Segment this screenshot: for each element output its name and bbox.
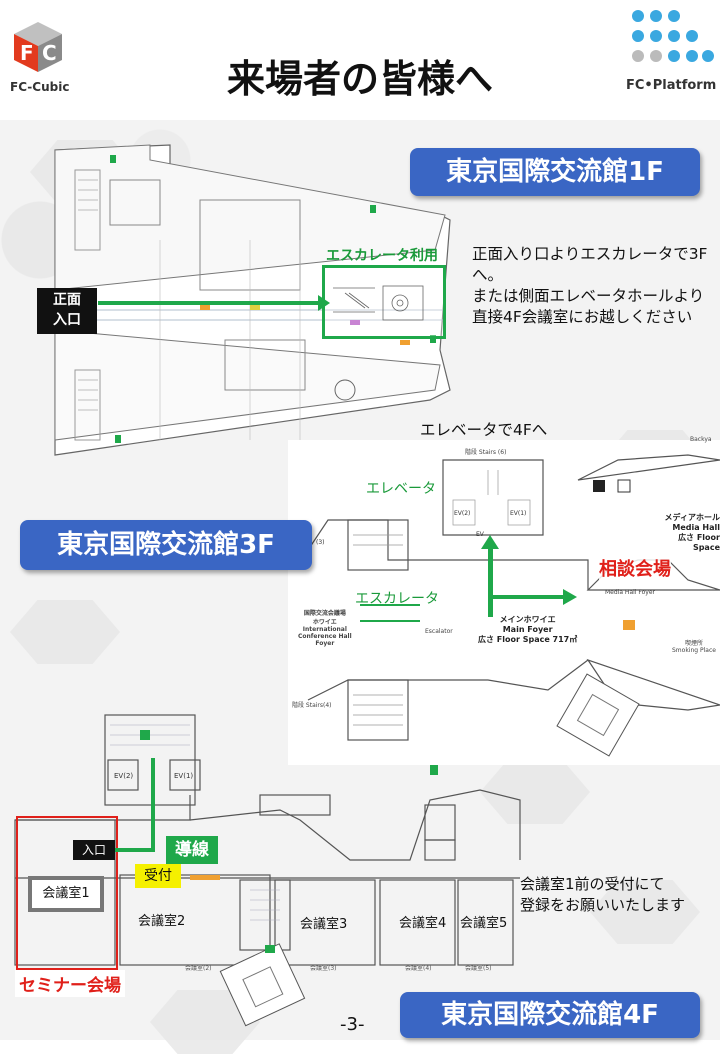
svg-text:(3): (3) — [316, 539, 325, 546]
floor1-plan — [50, 140, 470, 460]
svg-text:EV: EV — [476, 531, 485, 538]
smoking-place-label: 喫煙所 Smoking Place — [672, 640, 716, 654]
intl-foyer-label: 国際交流会議場 ホワイエ International Conference Ha… — [298, 610, 352, 647]
floor4-instructions: 会議室1前の受付にて 登録をお願いいたします — [520, 875, 686, 914]
svg-text:会議室(4): 会議室(4) — [405, 964, 432, 972]
reception-label: 受付 — [135, 864, 181, 888]
main-foyer-label: メインホワイエ Main Foyer 広さ Floor Space 717㎡ — [478, 615, 578, 644]
page-title: 来場者の皆様へ — [226, 57, 493, 101]
media-hall-label: メディアホール Media Hall 広さ Floor Space — [664, 513, 720, 552]
escalator-en-label: Escalator — [425, 628, 453, 635]
svg-text:EV(1): EV(1) — [174, 772, 193, 780]
front-entrance-label: 正面 入口 — [37, 288, 97, 334]
floor3-plan: EV(2) EV(1) EV (3) — [288, 440, 720, 765]
seminar-venue-label: セミナー会場 — [15, 970, 125, 997]
floor1-instructions: 正面入り口よりエスカレータで3Fへ。 または側面エレベータホールより直接4F会議… — [472, 245, 708, 326]
svg-text:EV(1): EV(1) — [510, 510, 526, 517]
arrow-head-icon — [318, 295, 330, 311]
escalator-use-label: エスカレータ利用 — [326, 248, 438, 264]
conference-room-5: 会議室5 — [460, 916, 508, 931]
page-number: -3- — [340, 1014, 365, 1035]
conference-room-4: 会議室4 — [399, 916, 447, 931]
svg-text:F: F — [20, 41, 34, 65]
svg-text:会議室(5): 会議室(5) — [465, 964, 492, 972]
svg-text:C: C — [42, 41, 57, 65]
floor3-badge: 東京国際交流館3F — [20, 520, 312, 570]
header — [0, 0, 720, 120]
floor4-badge: 東京国際交流館4F — [400, 992, 700, 1038]
route-arrow-floor1 — [98, 301, 326, 305]
route-line-horizontal — [490, 595, 565, 599]
arrow-up-icon — [481, 535, 499, 549]
floor4-plan: EV(2) EV(1) 会議室(2) 会議室(3) 会議室(4) 会議室(5) — [10, 700, 530, 1030]
hexagon-decoration — [10, 600, 120, 664]
stairs6-label: 階段 Stairs (6) — [465, 449, 507, 456]
route-line-4f-v — [151, 758, 155, 852]
arrow-right-icon — [563, 589, 577, 605]
escalator-route-marker — [360, 604, 420, 622]
seminar-room-frame — [16, 816, 118, 970]
fc-platform-logo: FC•Platform — [626, 6, 716, 94]
guide-line-label: 導線 — [166, 836, 218, 864]
route-line-vertical — [488, 545, 493, 617]
conference-room-2: 会議室2 — [138, 914, 186, 929]
escalator-label-3f: エスカレータ — [355, 591, 439, 607]
floor1-badge: 東京国際交流館1F — [410, 148, 700, 196]
media-hall-foyer-label: Media Hall Foyer — [605, 589, 655, 596]
stairs4-label: 階段 Stairs(4) — [292, 702, 332, 709]
consultation-venue-label: 相談会場 — [599, 555, 671, 581]
svg-text:会議室(3): 会議室(3) — [310, 964, 337, 972]
elevator-to-4f-note: エレベータで4Fへ — [420, 421, 548, 439]
backyard-label: Backya — [690, 436, 712, 443]
conference-room-1: 会議室1 — [28, 876, 104, 912]
elevator-label-3f: エレベータ — [366, 481, 436, 497]
escalator-highlight-box — [322, 265, 446, 339]
entrance-label-4f: 入口 — [73, 840, 115, 860]
svg-text:EV(2): EV(2) — [114, 772, 133, 780]
svg-text:会議室(2): 会議室(2) — [185, 964, 212, 972]
route-line-4f-h — [115, 848, 155, 852]
svg-text:EV(2): EV(2) — [454, 510, 470, 517]
conference-room-3: 会議室3 — [300, 917, 348, 932]
fc-cubic-logo: F C FC-Cubic — [8, 14, 86, 96]
